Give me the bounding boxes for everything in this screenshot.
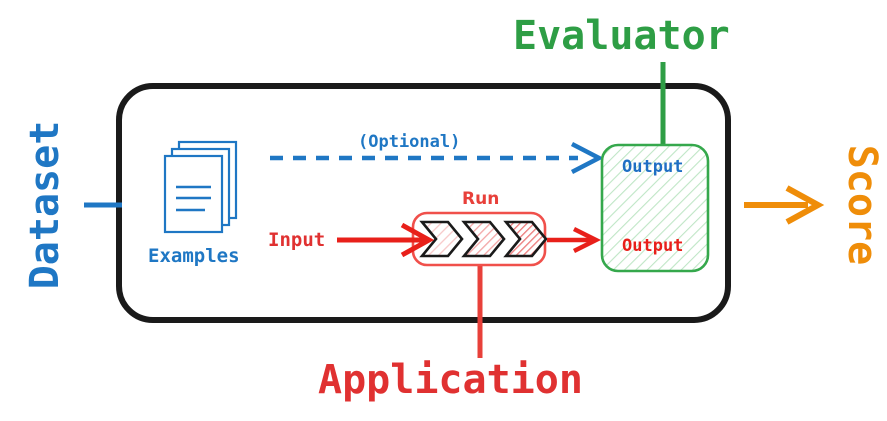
label-run: Run: [462, 189, 500, 209]
label-output-reference: Output: [622, 157, 684, 177]
chevron-1: [419, 220, 464, 258]
label-optional: (Optional): [358, 132, 461, 152]
label-evaluator: Evaluator: [513, 13, 730, 59]
document-stack-icon: [163, 140, 238, 234]
optional-dashed-arrow: [270, 142, 604, 174]
pipeline-chevrons: [419, 220, 548, 258]
label-input: Input: [268, 229, 326, 251]
label-score: Score: [839, 144, 885, 266]
label-dataset: Dataset: [22, 120, 68, 290]
chevron-2: [461, 220, 506, 258]
score-arrow: [744, 185, 825, 225]
label-examples: Examples: [148, 245, 240, 267]
label-output-prediction: Output: [622, 236, 684, 256]
evaluator-output-box: [600, 143, 710, 273]
run-to-output-arrow: [547, 226, 602, 254]
chevron-3: [503, 220, 548, 258]
input-arrow: [337, 222, 435, 258]
label-application: Application: [318, 357, 583, 403]
